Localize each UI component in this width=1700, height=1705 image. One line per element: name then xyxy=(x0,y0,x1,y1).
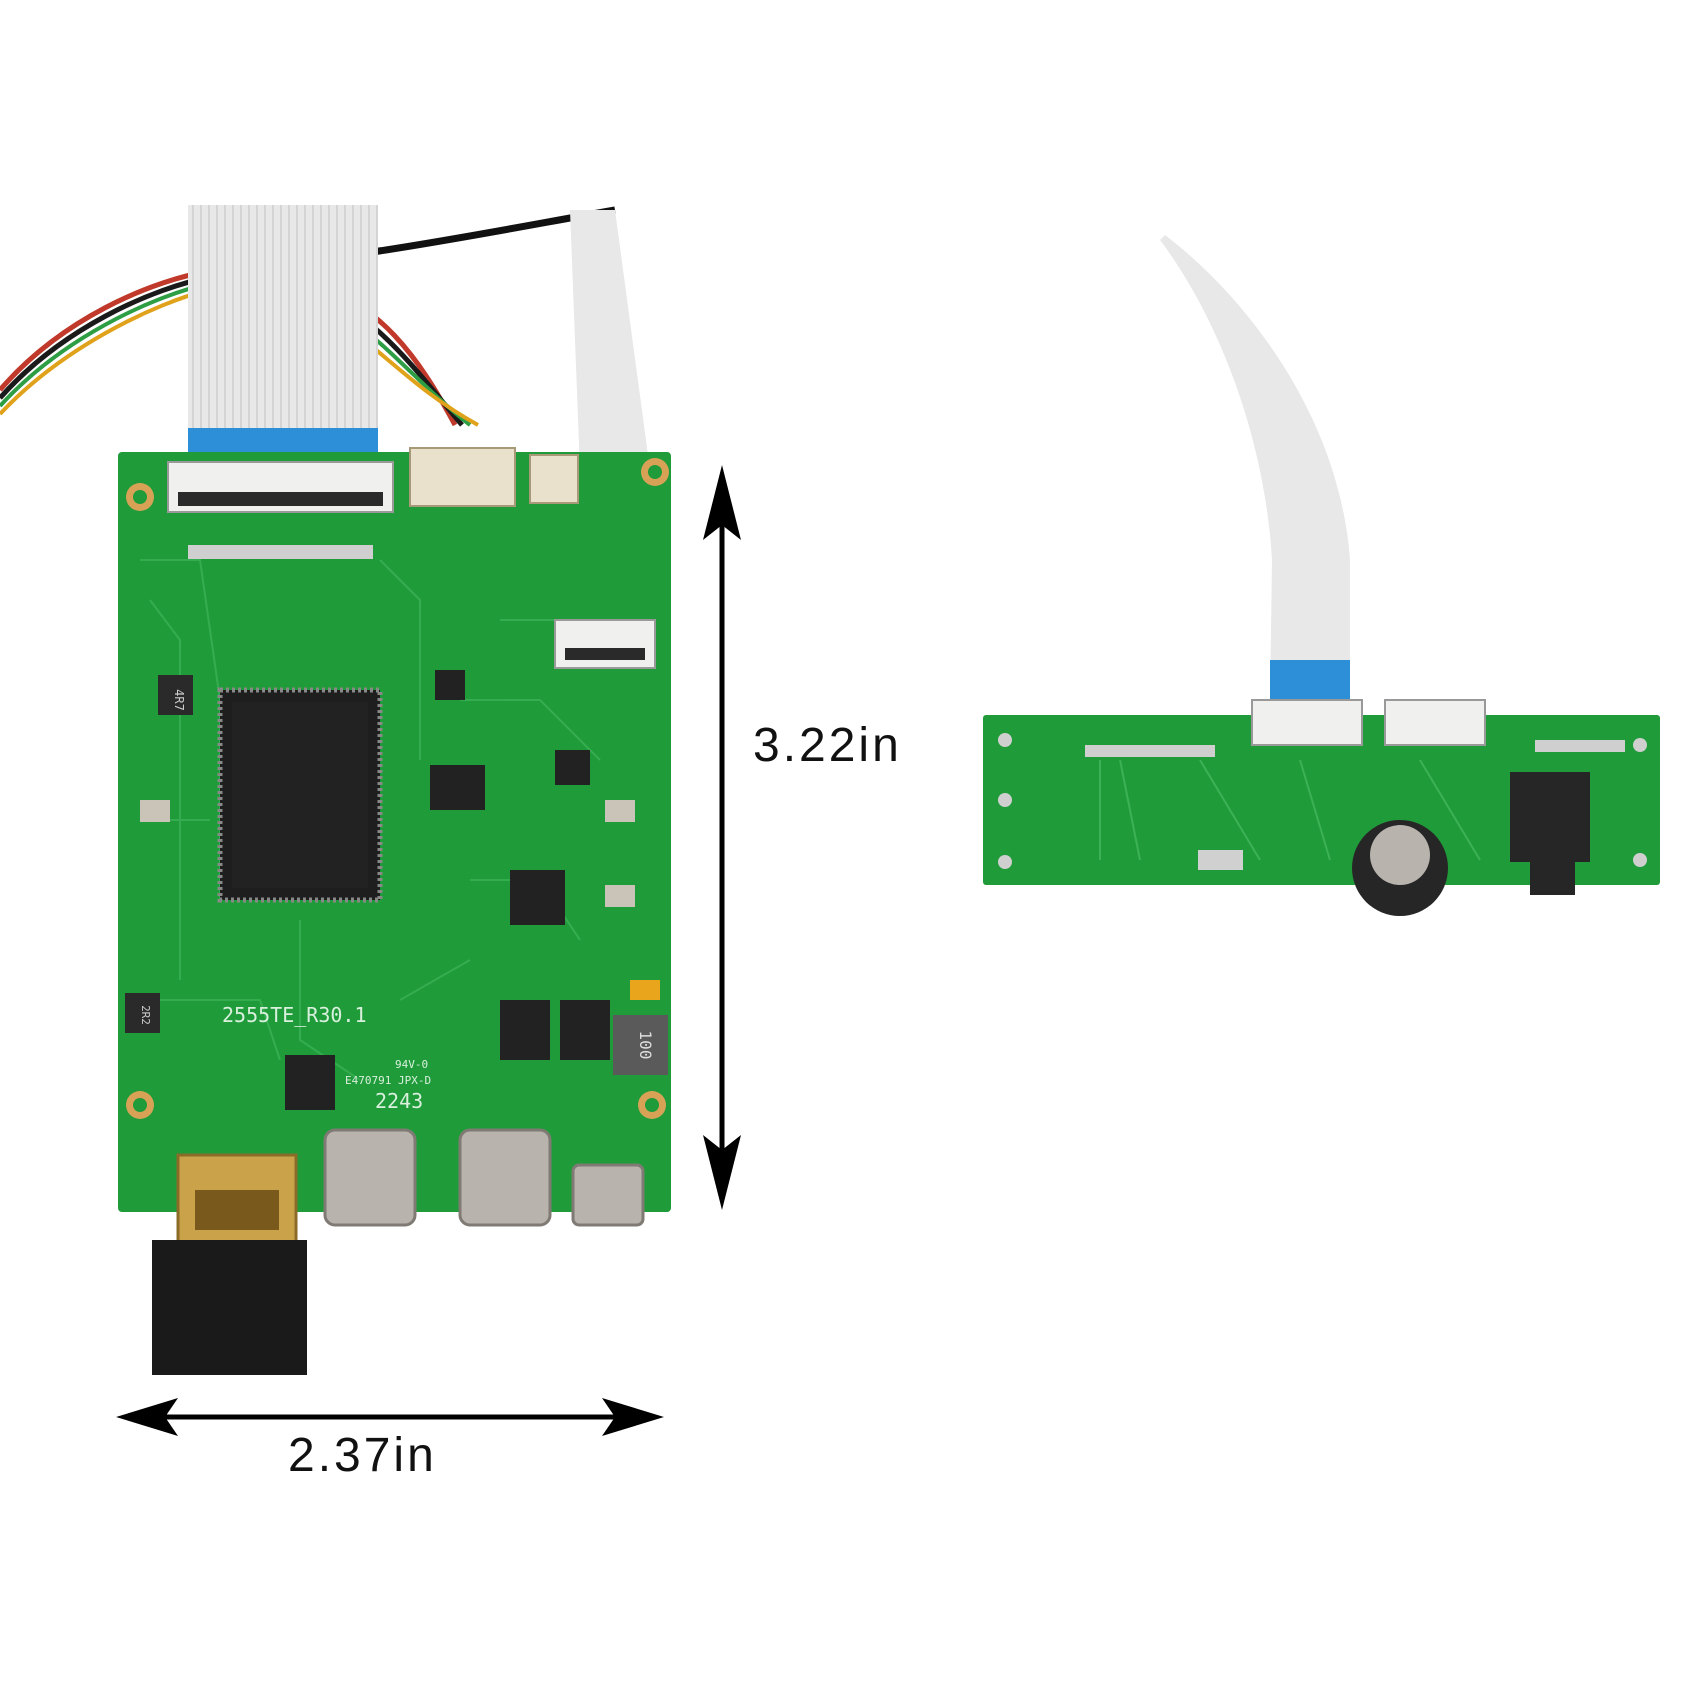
keypad-pcb xyxy=(983,715,1660,885)
board-rating-silkscreen: 94V-0 xyxy=(395,1058,428,1071)
board-cert-silkscreen: E470791 JPX-D xyxy=(345,1074,431,1087)
width-dimension-label: 2.37in xyxy=(288,1429,437,1482)
usb-c-port-1 xyxy=(323,1128,417,1227)
width-arrow-icon xyxy=(116,1398,664,1436)
board-date-silkscreen: 2243 xyxy=(375,1089,423,1113)
rotary-switch xyxy=(1352,820,1448,916)
power-connector xyxy=(409,447,516,507)
audio-jack xyxy=(1510,772,1590,895)
keypad-board xyxy=(983,235,1660,916)
hdmi-port xyxy=(176,1153,298,1247)
height-dimension-label: 3.22in xyxy=(753,719,902,772)
keypad-ribbon-cable xyxy=(1160,235,1350,700)
inductor-100-label: 100 xyxy=(636,1031,655,1060)
hdmi-plug xyxy=(152,1240,307,1375)
ic-chip xyxy=(430,765,485,810)
inductor-100 xyxy=(613,1015,668,1075)
board-model-silkscreen: 2555TE_R30.1 xyxy=(222,1003,367,1027)
lvds-ribbon xyxy=(188,205,378,468)
inductor-4r7 xyxy=(158,675,193,715)
inductor-2r2-label: 2R2 xyxy=(139,1005,152,1025)
usb-c-port-2 xyxy=(458,1128,552,1227)
main-board: 4R7 100 2R2 2555TE_R30.1 94V-0 E470791 J… xyxy=(0,205,671,1375)
inductor-2r2 xyxy=(125,993,160,1033)
keypad-connector-1 xyxy=(1251,699,1363,746)
inductor-4r7-label: 4R7 xyxy=(172,689,186,711)
micro-usb-port xyxy=(571,1163,645,1227)
height-arrow-icon xyxy=(703,465,741,1210)
keypad-connector-2 xyxy=(1384,699,1486,746)
